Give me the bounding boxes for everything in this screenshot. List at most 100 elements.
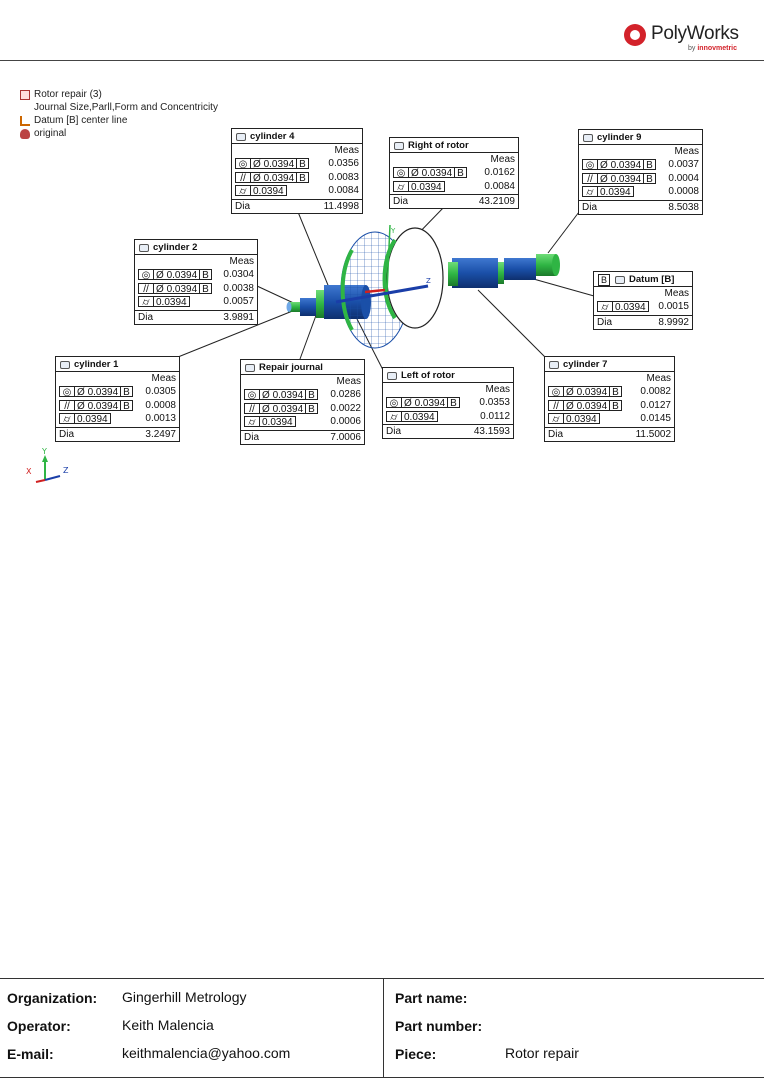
tree-item-description: Journal Size,Parll,Form and Concentricit… xyxy=(34,102,218,113)
feature-icon xyxy=(236,132,246,141)
parallelism-icon: // xyxy=(139,283,154,295)
feature-icon xyxy=(245,363,255,372)
header-divider xyxy=(0,60,764,61)
parallelism-icon: // xyxy=(245,403,260,415)
report-footer: Organization: Gingerhill Metrology Opera… xyxy=(0,978,764,1078)
datum-axis-icon xyxy=(20,115,30,126)
parallelism-icon: // xyxy=(236,172,251,184)
concentricity-icon: ◎ xyxy=(549,387,564,398)
coordinate-triad: Y Z X xyxy=(26,447,69,483)
email-label: E-mail: xyxy=(7,1046,54,1062)
rotor-shaft-model: Y Z xyxy=(286,224,560,349)
operator-value: Keith Malencia xyxy=(122,1017,214,1033)
feature-icon xyxy=(60,360,70,369)
svg-text:Y: Y xyxy=(390,227,396,235)
part-number-label: Part number: xyxy=(395,1018,483,1034)
feature-icon xyxy=(394,141,404,150)
brand-name: PolyWorks xyxy=(651,23,739,44)
feature-icon xyxy=(549,360,559,369)
piece-label: Piece: xyxy=(395,1046,437,1062)
part-viewport[interactable]: Y Z Y Z X xyxy=(0,0,764,500)
cylindricity-icon: ⌭ xyxy=(583,187,598,198)
svg-text:Z: Z xyxy=(426,277,431,285)
cylindricity-icon: ⌭ xyxy=(139,297,154,308)
concentricity-icon: ◎ xyxy=(387,398,402,409)
concentricity-icon: ◎ xyxy=(236,159,251,170)
cylindricity-icon: ⌭ xyxy=(549,414,564,425)
triad-x-label: X xyxy=(26,467,32,476)
concentricity-icon: ◎ xyxy=(245,390,260,401)
cylindricity-icon: ⌭ xyxy=(60,414,75,425)
operator-label: Operator: xyxy=(7,1018,71,1034)
polyworks-logo: PolyWorks by innovmetric xyxy=(624,22,754,56)
feature-icon xyxy=(583,133,593,142)
object-icon xyxy=(20,128,30,139)
concentricity-icon: ◎ xyxy=(394,168,409,179)
footer-divider xyxy=(383,979,384,1077)
brand-byline: by innovmetric xyxy=(688,45,738,52)
concentricity-icon: ◎ xyxy=(60,387,75,398)
cylindricity-icon: ⌭ xyxy=(245,417,260,428)
parallelism-icon: // xyxy=(583,173,598,185)
tree-item-report[interactable]: Rotor repair (3) xyxy=(20,88,218,101)
parallelism-icon: // xyxy=(549,400,564,412)
report-tree: Rotor repair (3) Journal Size,Parll,Form… xyxy=(20,88,218,140)
cylindricity-icon: ⌭ xyxy=(598,302,613,313)
cylindricity-icon: ⌭ xyxy=(394,181,409,193)
cylindricity-icon: ⌭ xyxy=(387,411,402,423)
feature-icon xyxy=(139,243,149,252)
organization-value: Gingerhill Metrology xyxy=(122,989,247,1005)
triad-z-label: Z xyxy=(63,466,69,475)
tree-item-datum[interactable]: Datum [B] center line xyxy=(20,114,218,127)
feature-icon xyxy=(387,371,397,380)
organization-label: Organization: xyxy=(7,990,98,1006)
piece-value: Rotor repair xyxy=(505,1045,579,1061)
concentricity-icon: ◎ xyxy=(583,160,598,171)
polyworks-logo-icon xyxy=(624,24,646,46)
part-name-label: Part name: xyxy=(395,990,468,1006)
feature-icon xyxy=(615,275,626,284)
tree-item-original[interactable]: original xyxy=(20,127,218,140)
concentricity-icon: ◎ xyxy=(139,270,154,281)
datum-badge: B xyxy=(598,273,611,286)
